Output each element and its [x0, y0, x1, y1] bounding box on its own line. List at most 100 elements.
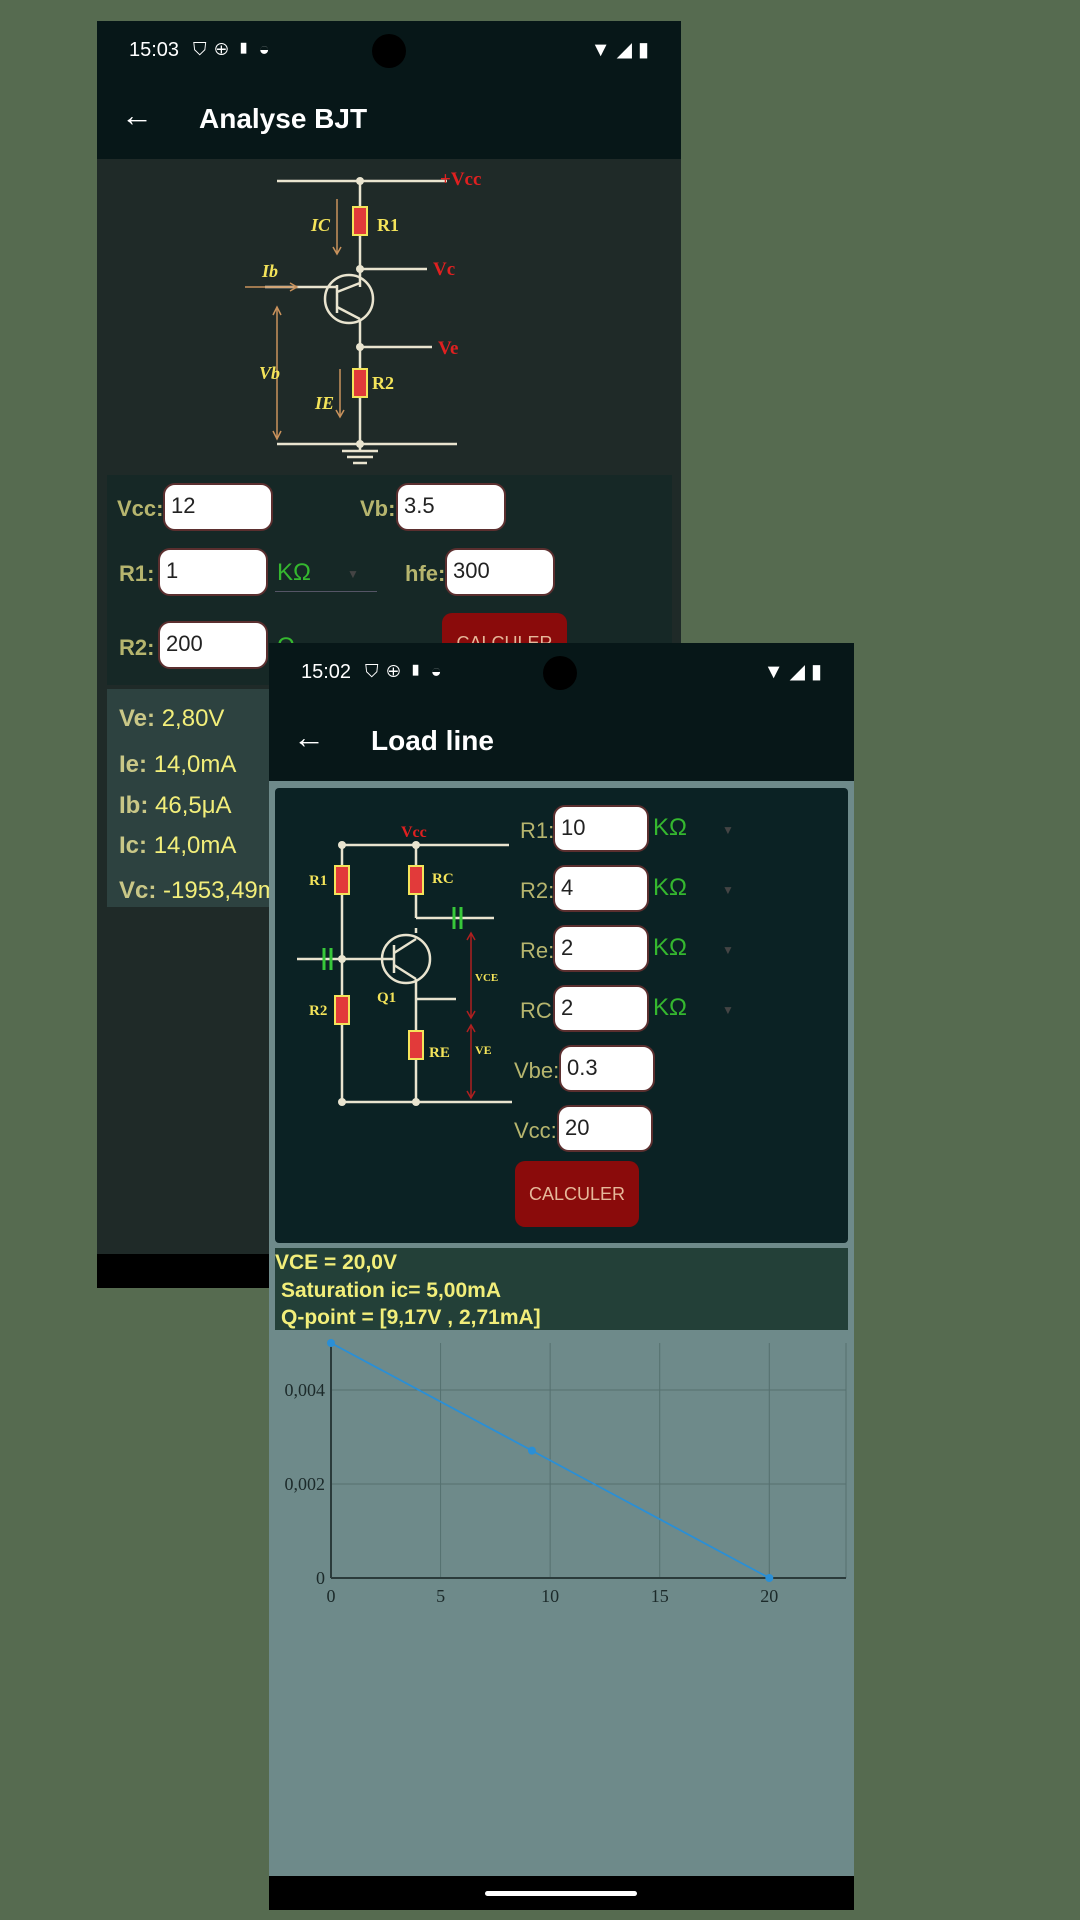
saturation-result: Saturation ic= 5,00mA — [281, 1279, 501, 1302]
result-row: Ve: 2,80V — [119, 705, 225, 732]
back-arrow-icon[interactable]: ← — [293, 719, 325, 755]
label-rc: RC — [432, 871, 454, 887]
vbe-input[interactable]: 0.3 — [559, 1045, 655, 1092]
chart-series — [327, 1339, 774, 1582]
back-arrow-icon[interactable]: ← — [121, 97, 153, 133]
label-ib: Ib — [261, 261, 278, 281]
x-tick-label: 5 — [436, 1586, 445, 1606]
status-time: 15:02 — [301, 661, 352, 683]
x-tick-label: 20 — [760, 1586, 778, 1606]
hfe-label: hfe: — [405, 561, 446, 586]
battery-icon: ▮ — [637, 39, 655, 61]
camera-cutout — [372, 34, 406, 68]
label-q1: Q1 — [377, 990, 396, 1006]
chart-axes — [330, 1343, 846, 1579]
result-row: Ie: 14,0mA — [119, 751, 237, 778]
battery-icon: ▮ — [810, 661, 828, 683]
chevron-down-icon[interactable]: ▼ — [722, 1003, 734, 1017]
r2-label: R2: — [520, 878, 555, 903]
load-line-screen: 15:02 ⛉⊕▮◒ ▼◢▮ ← Load line — [269, 643, 854, 1910]
label-r2: R2 — [372, 373, 394, 393]
label-r1: R1 — [377, 215, 399, 235]
q-point-result: Q-point = [9,17V , 2,71mA] — [281, 1306, 541, 1329]
re-unit-select[interactable]: KΩ — [653, 934, 687, 961]
status-bar: 15:03 ⛉⊕▮◒ ▼◢▮ — [97, 21, 681, 81]
wifi-icon: ▼ — [590, 39, 617, 61]
chevron-down-icon[interactable]: ▼ — [722, 943, 734, 957]
rc-label: RC: — [520, 998, 558, 1023]
status-notification-icons: ⛉⊕▮◒ — [365, 661, 450, 682]
status-bar: 15:02 ⛉⊕▮◒ ▼◢▮ — [269, 643, 854, 703]
vcc-label: Vcc: — [117, 496, 164, 521]
label-vce: VCE — [475, 972, 498, 984]
label-re: RE — [429, 1045, 450, 1061]
label-vcc: Vcc — [401, 824, 427, 841]
calculate-button[interactable]: CALCULER — [515, 1161, 639, 1227]
result-row: Ib: 46,5μA — [119, 792, 232, 819]
wifi-icon: ▼ — [763, 661, 790, 683]
signal-icon: ◢ — [789, 661, 811, 683]
label-r1: R1 — [309, 873, 327, 889]
face-icon: ◒ — [258, 39, 278, 59]
status-notification-icons: ⛉⊕▮◒ — [193, 39, 278, 60]
vb-label: Vb: — [360, 496, 396, 521]
hfe-input[interactable]: 300 — [445, 548, 555, 596]
chevron-down-icon[interactable]: ▼ — [722, 823, 734, 837]
data-point — [765, 1574, 774, 1582]
r2-label: R2: — [119, 635, 155, 660]
r1-unit-underline — [275, 591, 377, 592]
r1-input[interactable]: 10 — [553, 805, 649, 852]
status-time: 15:03 — [129, 39, 180, 61]
vcc-input[interactable]: 20 — [557, 1105, 653, 1152]
r2-unit-select[interactable]: KΩ — [653, 874, 687, 901]
vcc-label: Vcc: — [514, 1118, 557, 1143]
navigation-bar — [269, 1876, 854, 1910]
vbe-label: Vbe: — [514, 1058, 560, 1083]
bjt-circuit-diagram: +Vcc R1 Vc Ve R2 IC Ib Vb IE — [245, 169, 481, 465]
label-r2: R2 — [309, 1003, 327, 1019]
sd-card-icon: ▮ — [408, 661, 431, 681]
rc-unit-select[interactable]: KΩ — [653, 994, 687, 1021]
label-ve: VE — [475, 1043, 492, 1057]
shield-icon: ⛉ — [365, 661, 387, 681]
face-icon: ◒ — [430, 661, 450, 681]
sd-card-icon: ▮ — [236, 39, 259, 59]
r2-input[interactable]: 200 — [158, 621, 268, 669]
shield-icon: ⛉ — [193, 39, 215, 59]
load-line-circuit-diagram: Vcc R1 RC Q1 R2 RE VCE VE — [297, 824, 512, 1106]
label-ve: Ve — [438, 338, 458, 359]
y-tick-label: 0,004 — [285, 1380, 326, 1400]
label-ie: IE — [314, 393, 334, 413]
r1-label: R1: — [520, 818, 555, 843]
r1-unit-select[interactable]: KΩ — [277, 559, 311, 586]
r2-input[interactable]: 4 — [553, 865, 649, 912]
vce-result: VCE = 20,0V — [275, 1251, 397, 1274]
re-input[interactable]: 2 — [553, 925, 649, 972]
x-tick-label: 10 — [541, 1586, 559, 1606]
app-bar: ← Load line — [269, 703, 854, 781]
result-row: Vc: -1953,49m — [119, 877, 278, 904]
vcc-input[interactable]: 12 — [163, 483, 273, 531]
y-tick-label: 0,002 — [285, 1474, 326, 1494]
result-row: Ic: 14,0mA — [119, 832, 237, 859]
y-tick-label: 0 — [316, 1568, 325, 1588]
chevron-down-icon[interactable]: ▼ — [347, 567, 359, 581]
page-title: Load line — [371, 725, 494, 756]
app-bar: ← Analyse BJT — [97, 81, 681, 159]
label-vc: Vc — [433, 259, 455, 280]
status-system-icons: ▼◢▮ — [764, 659, 828, 684]
data-point — [527, 1446, 536, 1455]
download-icon: ⊕ — [386, 661, 409, 681]
rc-input[interactable]: 2 — [553, 985, 649, 1032]
chevron-down-icon[interactable]: ▼ — [722, 883, 734, 897]
vb-input[interactable]: 3.5 — [396, 483, 506, 531]
r1-unit-select[interactable]: KΩ — [653, 814, 687, 841]
re-label: Re: — [520, 938, 555, 963]
camera-cutout — [543, 656, 577, 690]
r1-input[interactable]: 1 — [158, 548, 268, 596]
home-indicator[interactable] — [485, 1891, 637, 1896]
label-ic: IC — [310, 215, 331, 235]
download-icon: ⊕ — [214, 39, 237, 59]
